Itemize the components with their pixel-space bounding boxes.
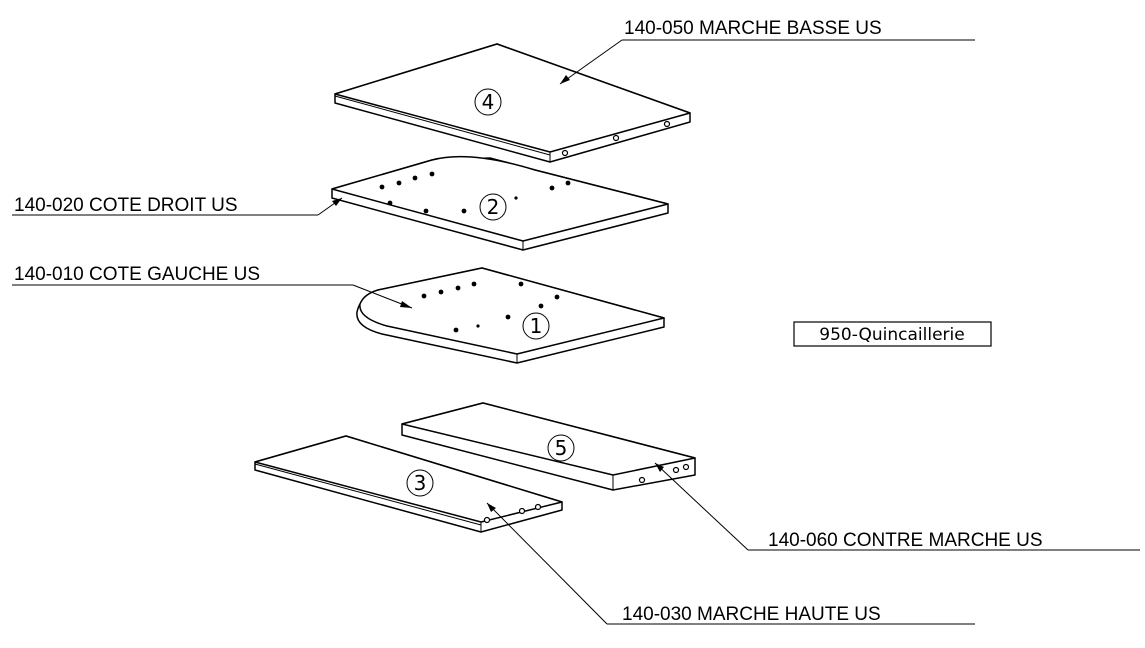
part-3-marche-haute: 3 [254,435,563,533]
balloon-5: 5 [555,436,568,460]
hardware-box-text: 950-Quincaillerie [819,325,964,345]
hardware-reference-box: 950-Quincaillerie [793,321,992,347]
label-140-030: 140-030 MARCHE HAUTE US [622,604,881,625]
label-140-060: 140-060 CONTRE MARCHE US [768,530,1043,551]
balloon-3: 3 [414,471,427,495]
label-140-050: 140-050 MARCHE BASSE US [624,18,882,39]
balloon-4: 4 [482,90,495,114]
label-140-010: 140-010 COTE GAUCHE US [14,264,260,285]
part-4-marche-basse: 4 [334,43,691,163]
leader-lines [12,39,1140,625]
part-5-contre-marche: 5 [401,402,696,491]
balloon-2: 2 [487,195,500,219]
balloon-1: 1 [530,314,543,338]
part-2-cote-droit: 2 [331,155,669,251]
part-1-cote-gauche: 1 [356,267,665,364]
label-140-020: 140-020 COTE DROIT US [14,195,238,216]
